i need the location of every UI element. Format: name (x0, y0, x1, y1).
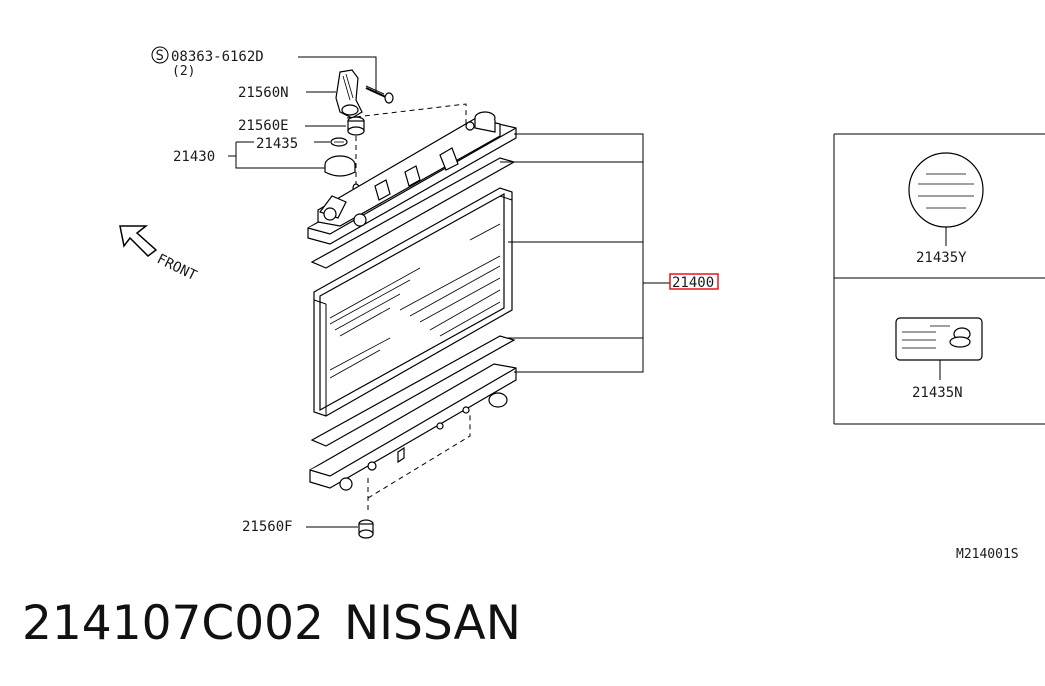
label-08363-6162D[interactable]: 08363-6162D (171, 49, 264, 65)
assembly-bracket-21400 (500, 133, 670, 373)
highlight-box (669, 273, 719, 290)
radiator-core (313, 187, 513, 417)
mount-rubber-21560E (347, 116, 365, 136)
label-front: FRONT (154, 251, 199, 284)
caution-label-panel (833, 133, 1045, 425)
label-21400[interactable]: 21400 (672, 275, 714, 291)
label-21435[interactable]: 21435 (256, 136, 298, 152)
label-21430[interactable]: 21430 (173, 149, 215, 165)
front-arrow-icon (119, 225, 158, 257)
label-21560E[interactable]: 21560E (238, 118, 289, 134)
standard-part-symbol: S (156, 48, 164, 64)
washer-21435 (330, 137, 348, 147)
standard-part-symbol-icon (151, 46, 169, 64)
rect-caution-label-icon (895, 317, 983, 380)
label-21435N[interactable]: 21435N (912, 385, 963, 401)
bolt-icon (365, 85, 394, 104)
label-bolt-quantity: (2) (172, 64, 195, 79)
mounting-bracket-21560N (335, 69, 363, 119)
upper-tank (307, 111, 517, 245)
label-21560F[interactable]: 21560F (242, 519, 293, 535)
lower-tank (309, 363, 517, 491)
diagram-id: M214001S (956, 547, 1019, 562)
brand-name: NISSAN (344, 596, 521, 651)
label-21435Y[interactable]: 21435Y (916, 250, 967, 266)
part-number: 214107C002 (22, 596, 324, 651)
round-caution-label-icon (908, 152, 984, 246)
lower-gasket (310, 335, 516, 447)
mount-rubber-21560F (358, 519, 374, 539)
label-21560N[interactable]: 21560N (238, 85, 289, 101)
radiator-cap-21430 (324, 155, 356, 177)
bolt-callout: S 08363-6162D (2) (151, 46, 377, 92)
